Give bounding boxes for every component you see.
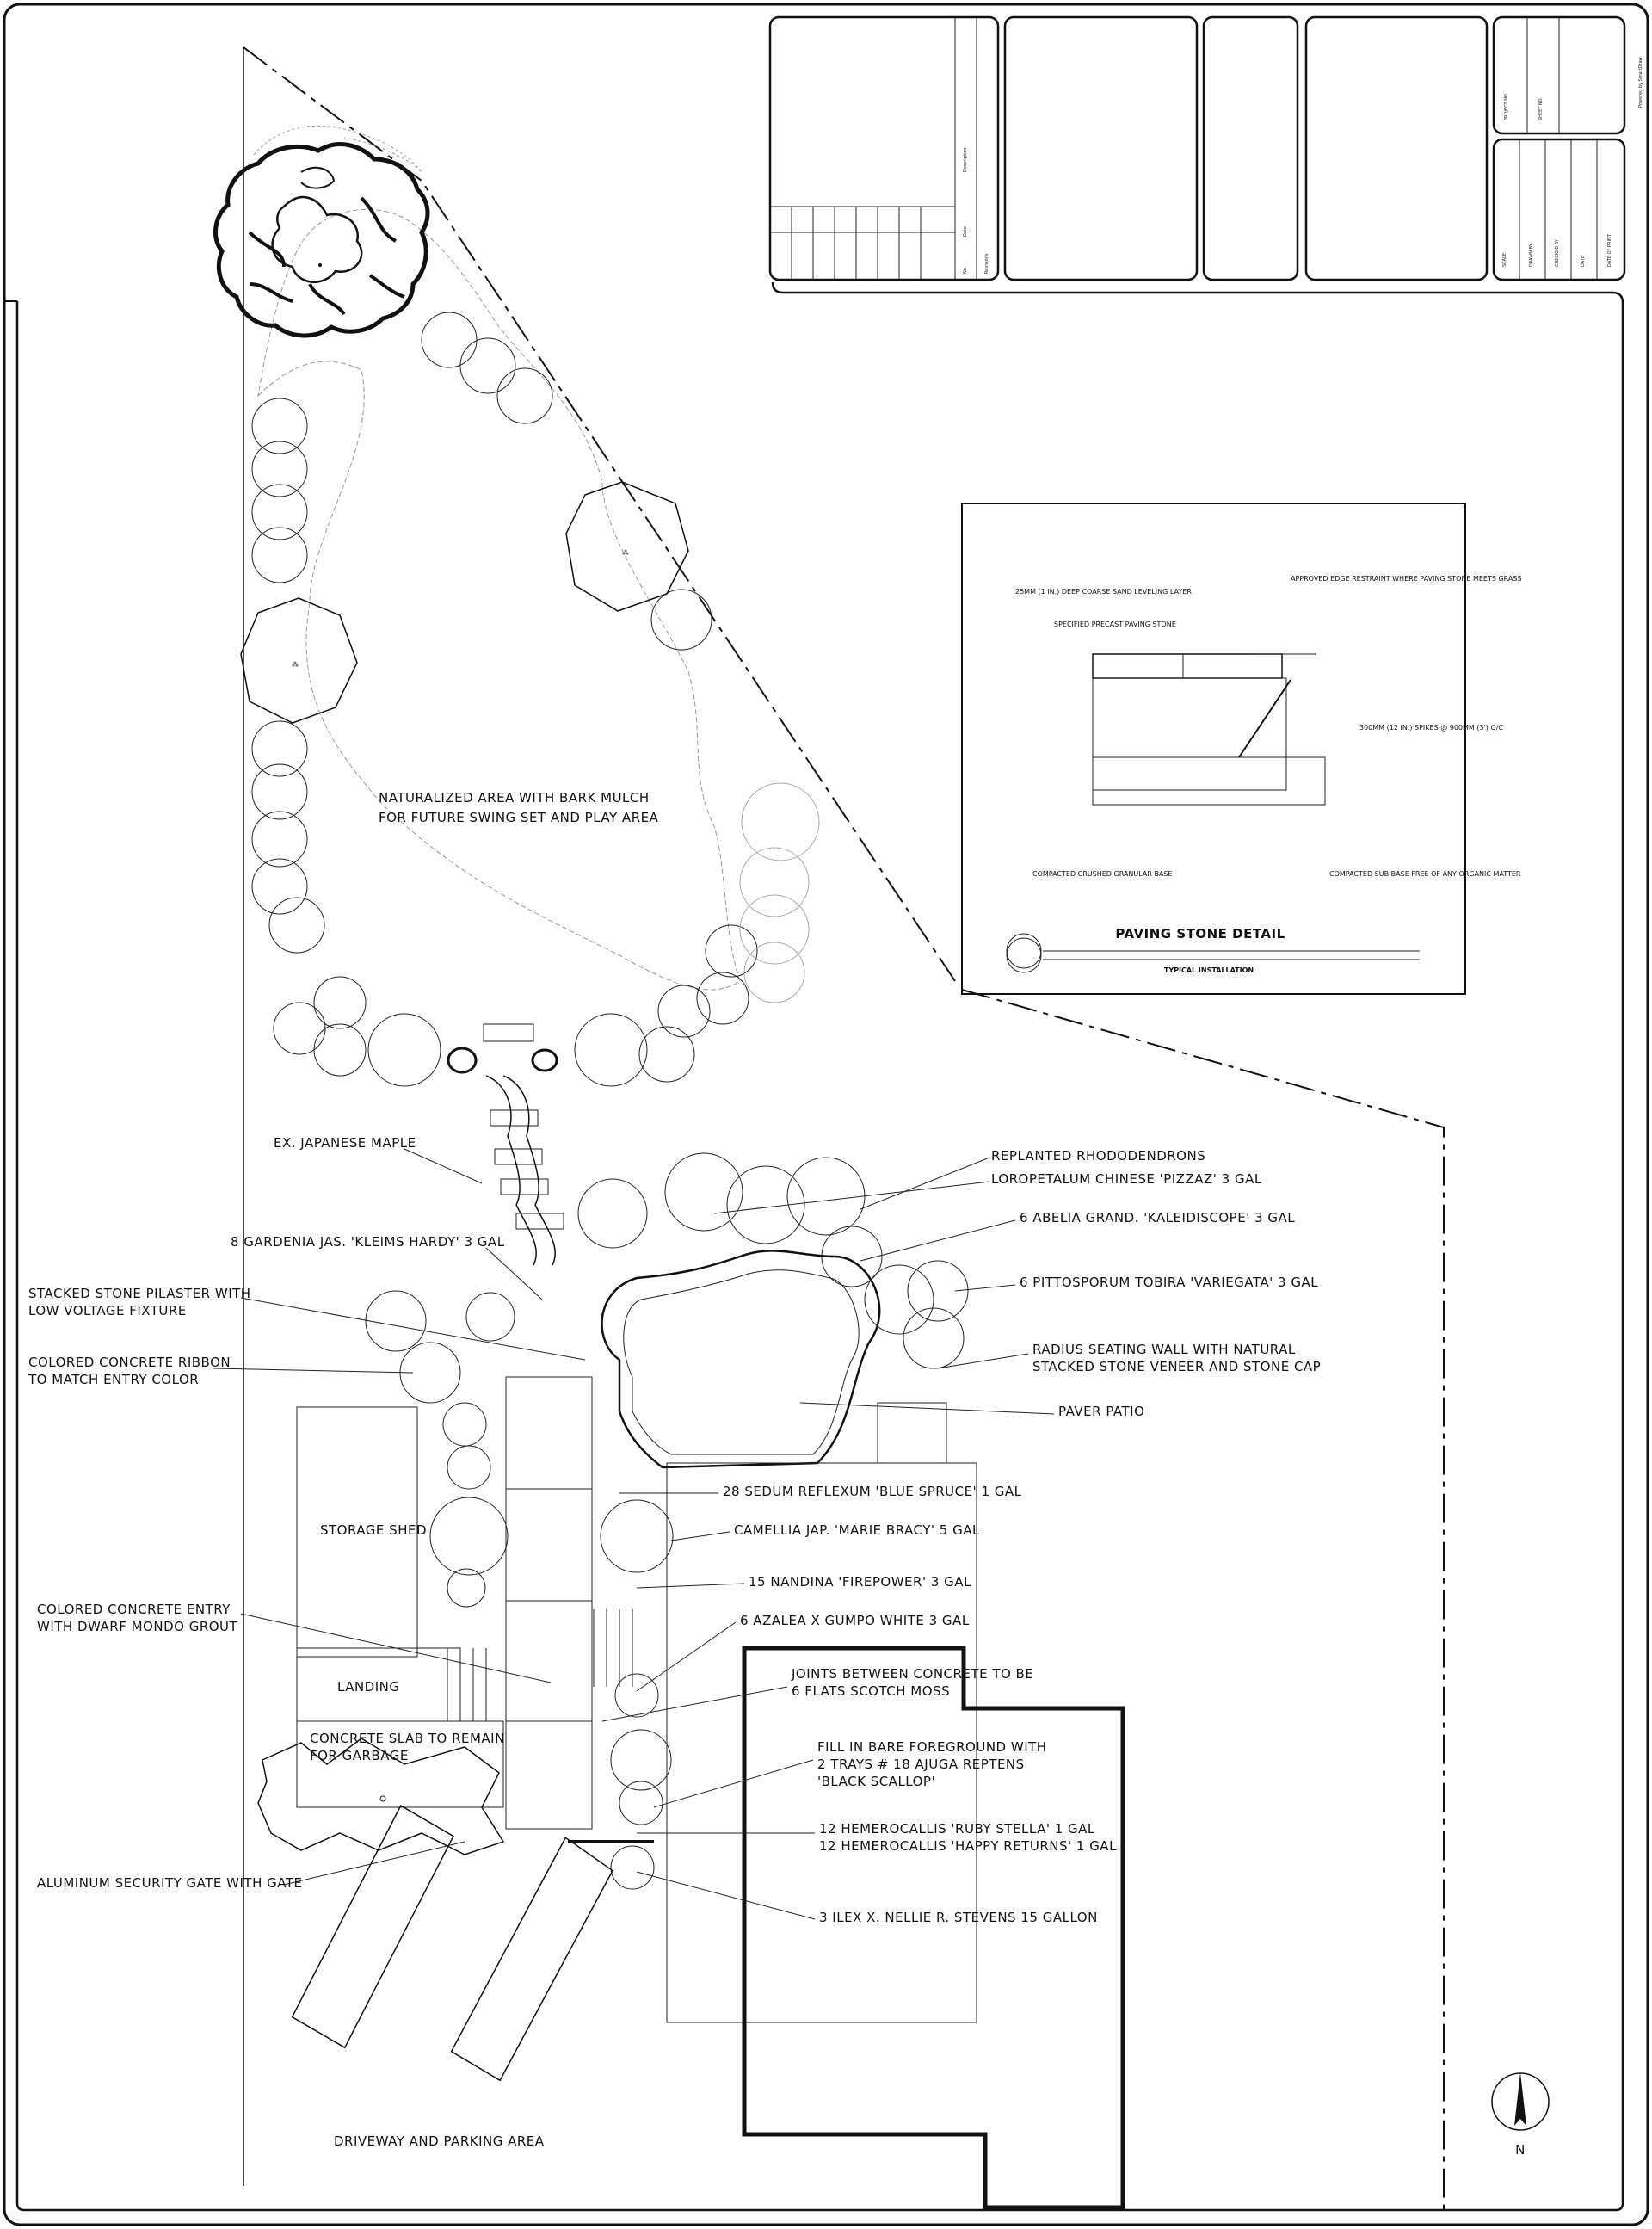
parked-cars <box>291 1805 613 2082</box>
stepping-stone-path <box>447 1023 564 1266</box>
callout-ajuga-line3: 'BLACK SCALLOP' <box>817 1774 935 1789</box>
callout-paver-patio: PAVER PATIO <box>1058 1404 1144 1419</box>
title-block: No. Date Revisions Description PROJECT N… <box>768 15 1643 281</box>
concrete-slab-label-line1: CONCRETE SLAB TO REMAIN <box>310 1731 505 1746</box>
callout-hemerocallis-line2: 12 HEMEROCALLIS 'HAPPY RETURNS' 1 GAL <box>819 1838 1117 1854</box>
walkway-boxes <box>296 1376 654 1843</box>
edge-restraint-note: APPROVED EDGE RESTRAINT WHERE PAVING STO… <box>1291 575 1522 583</box>
leveling-layer-note: 25MM (1 IN.) DEEP COARSE SAND LEVELING L… <box>1015 588 1192 596</box>
area-labels: NATURALIZED AREA WITH BARK MULCH FOR FUT… <box>310 790 659 2149</box>
callout-abelia: 6 ABELIA GRAND. 'KALEIDISCOPE' 3 GAL <box>1020 1210 1295 1226</box>
callout-stone-pilaster-line1: STACKED STONE PILASTER WITH <box>28 1286 251 1301</box>
paving-detail-subtitle: TYPICAL INSTALLATION <box>1164 966 1254 974</box>
revision-date-label: Date <box>963 226 968 237</box>
concrete-slab-label-line2: FOR GARBAGE <box>310 1748 409 1763</box>
scale-label: SCALE <box>1502 253 1507 267</box>
callout-loropetalum: LOROPETALUM CHINESE 'PIZZAZ' 3 GAL <box>991 1171 1262 1187</box>
revision-grid <box>770 17 977 280</box>
powered-by-text: Powered by SmartDraw <box>1638 57 1643 108</box>
project-no-label: PROJECT NO. <box>1504 92 1509 120</box>
callout-gardenia: 8 GARDENIA JAS. 'KLEIMS HARDY' 3 GAL <box>231 1234 505 1250</box>
patio-area <box>601 1250 977 2023</box>
callout-scotch-moss-line2: 6 FLATS SCOTCH MOSS <box>792 1683 950 1699</box>
landing-label: LANDING <box>337 1679 400 1695</box>
driveway-label: DRIVEWAY AND PARKING AREA <box>334 2133 545 2149</box>
callout-security-gate: ALUMINUM SECURITY GATE WITH GATE <box>37 1875 302 1891</box>
callout-concrete-entry-line1: COLORED CONCRETE ENTRY <box>37 1602 231 1617</box>
svg-text:⁂: ⁂ <box>622 548 629 557</box>
callout-nandina: 15 NANDINA 'FIREPOWER' 3 GAL <box>749 1574 971 1590</box>
paving-detail-title: PAVING STONE DETAIL <box>1115 926 1285 942</box>
shrub-circles <box>251 312 1042 1087</box>
drawn-by-label: DRAWN BY <box>1529 243 1534 267</box>
house-outline <box>742 1646 1125 2210</box>
hexagon-trees: ⁂ ⁂ <box>240 481 689 724</box>
callout-ajuga-line2: 2 TRAYS # 18 AJUGA REPTENS <box>817 1757 1025 1772</box>
naturalized-area-label-line2: FOR FUTURE SWING SET AND PLAY AREA <box>379 810 659 825</box>
naturalized-area-label-line1: NATURALIZED AREA WITH BARK MULCH <box>379 790 650 806</box>
callout-azalea: 6 AZALEA X GUMPO WHITE 3 GAL <box>740 1613 970 1628</box>
sheet-no-label: SHEET NO. <box>1538 97 1544 120</box>
callout-hemerocallis-line1: 12 HEMEROCALLIS 'RUBY STELLA' 1 GAL <box>819 1821 1095 1837</box>
callout-seating-wall-line1: RADIUS SEATING WALL WITH NATURAL <box>1032 1342 1296 1357</box>
checked-by-label: CHECKED BY <box>1555 238 1560 267</box>
paving-stone-note: SPECIFIED PRECAST PAVING STONE <box>1054 621 1176 628</box>
revision-description-label: Description <box>963 148 968 172</box>
callout-concrete-ribbon-line2: TO MATCH ENTRY COLOR <box>28 1372 199 1387</box>
svg-text:⁂: ⁂ <box>292 660 299 669</box>
property-lines <box>243 46 1445 2210</box>
naturalized-area <box>253 125 741 991</box>
garbage-area-tree <box>257 1738 505 1855</box>
callout-rhododendrons: REPLANTED RHODODENDRONS <box>991 1148 1205 1164</box>
granular-base-note: COMPACTED CRUSHED GRANULAR BASE <box>1032 870 1173 878</box>
callout-concrete-entry-line2: WITH DWARF MONDO GROUT <box>37 1619 238 1634</box>
date-of-print-label: DATE OF PRINT <box>1607 233 1612 267</box>
callout-scotch-moss-line1: JOINTS BETWEEN CONCRETE TO BE <box>791 1666 1033 1682</box>
date-label: DATE <box>1581 256 1586 267</box>
callout-concrete-ribbon-line1: COLORED CONCRETE RIBBON <box>28 1355 231 1370</box>
callout-pittosporum: 6 PITTOSPORUM TOBIRA 'VARIEGATA' 3 GAL <box>1020 1275 1318 1290</box>
paving-stone-detail: PAVING STONE DETAIL TYPICAL INSTALLATION… <box>961 503 1522 995</box>
callout-sedum: 28 SEDUM REFLEXUM 'BLUE SPRUCE' 1 GAL <box>723 1484 1022 1499</box>
north-arrow: N <box>1491 2072 1550 2158</box>
north-label: N <box>1515 2142 1526 2158</box>
right-callouts: REPLANTED RHODODENDRONS LOROPETALUM CHIN… <box>601 1148 1321 1925</box>
sheet-border <box>3 3 1649 2226</box>
spikes-note: 300MM (12 IN.) SPIKES @ 900MM (3') O/C <box>1359 724 1503 732</box>
callout-camellia: CAMELLIA JAP. 'MARIE BRACY' 5 GAL <box>734 1522 980 1538</box>
callout-ilex: 3 ILEX X. NELLIE R. STEVENS 15 GALLON <box>819 1910 1098 1925</box>
callout-ajuga-line1: FILL IN BARE FOREGROUND WITH <box>817 1739 1047 1755</box>
callout-japanese-maple: EX. JAPANESE MAPLE <box>274 1135 416 1151</box>
storage-shed-label: STORAGE SHED <box>320 1522 427 1538</box>
left-callouts: EX. JAPANESE MAPLE 8 GARDENIA JAS. 'KLEI… <box>28 1135 586 1891</box>
sub-base-note: COMPACTED SUB-BASE FREE OF ANY ORGANIC M… <box>1329 870 1521 878</box>
revision-revisions-label: Revisions <box>984 253 989 274</box>
revision-no-label: No. <box>963 266 968 274</box>
callout-seating-wall-line2: STACKED STONE VENEER AND STONE CAP <box>1032 1359 1321 1374</box>
patio-plantings <box>365 1152 969 1890</box>
large-shade-tree <box>213 142 430 338</box>
callout-stone-pilaster-line2: LOW VOLTAGE FIXTURE <box>28 1303 187 1318</box>
